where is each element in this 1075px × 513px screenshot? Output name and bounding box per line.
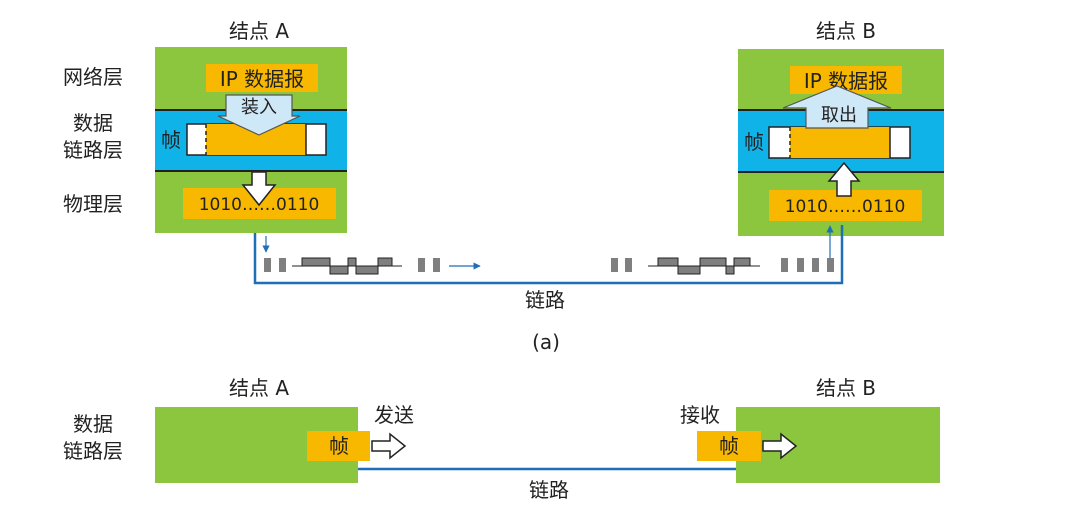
signal-waveform-right	[648, 257, 760, 275]
node-a-stack: IP 数据报 帧 装入 1010……0110	[155, 47, 347, 233]
node-b-title-b: 结点 B	[816, 376, 876, 400]
signal-block	[797, 258, 804, 272]
frame-b-b-bg	[697, 431, 761, 461]
node-a-ip-label-bg	[206, 64, 318, 92]
frame-b-b-label: 帧	[719, 434, 739, 458]
node-a-title: 结点 A	[229, 19, 289, 43]
receive-arrow	[762, 432, 798, 460]
link-line-a	[253, 225, 844, 285]
signal-block	[812, 258, 819, 272]
link-label-b: 链路	[529, 478, 569, 502]
node-a-frame-label: 帧	[161, 128, 181, 152]
signal-waveform-left	[292, 257, 402, 275]
layer-label-datalink-b-line2: 链路层	[63, 439, 123, 463]
encapsulate-label: 装入	[241, 97, 277, 118]
caption-a: (a)	[532, 330, 560, 354]
node-b-bits: 1010……0110	[785, 197, 906, 217]
layer-label-datalink-line2: 链路层	[63, 138, 123, 162]
frame-a-b-bg	[307, 431, 370, 461]
node-b-up-arrow	[827, 161, 861, 197]
layer-label-physical: 物理层	[63, 192, 123, 216]
node-a-down-arrow	[241, 171, 277, 207]
node-b-frame-payload	[790, 127, 890, 158]
layer-label-datalink-line1: 数据	[73, 111, 113, 135]
send-arrow	[371, 432, 407, 460]
signal-block	[433, 258, 440, 272]
node-b-stack: IP 数据报 帧 取出 1010……0110	[738, 49, 944, 236]
extract-label: 取出	[821, 105, 857, 126]
layer-label-network: 网络层	[63, 65, 123, 89]
signal-block	[781, 258, 788, 272]
signal-block	[827, 258, 834, 272]
signal-block	[611, 258, 618, 272]
encapsulate-arrow	[217, 94, 301, 136]
frame-a-b-label: 帧	[329, 434, 349, 458]
node-b-ip-datagram: IP 数据报	[804, 69, 888, 93]
send-label: 发送	[374, 403, 414, 427]
signal-block	[264, 258, 271, 272]
signal-block	[279, 258, 286, 272]
node-b-title: 结点 B	[816, 19, 876, 43]
node-a-ip-datagram: IP 数据报	[220, 67, 304, 91]
node-a-title-b: 结点 A	[229, 376, 289, 400]
extract-arrow	[782, 85, 892, 129]
signal-block	[625, 258, 632, 272]
link-label-a: 链路	[525, 288, 565, 312]
layer-label-datalink-b-line1: 数据	[73, 412, 113, 436]
signal-block	[418, 258, 425, 272]
signal-pulses	[264, 258, 834, 272]
node-b-frame-label: 帧	[744, 130, 764, 154]
receive-label: 接收	[680, 403, 720, 427]
